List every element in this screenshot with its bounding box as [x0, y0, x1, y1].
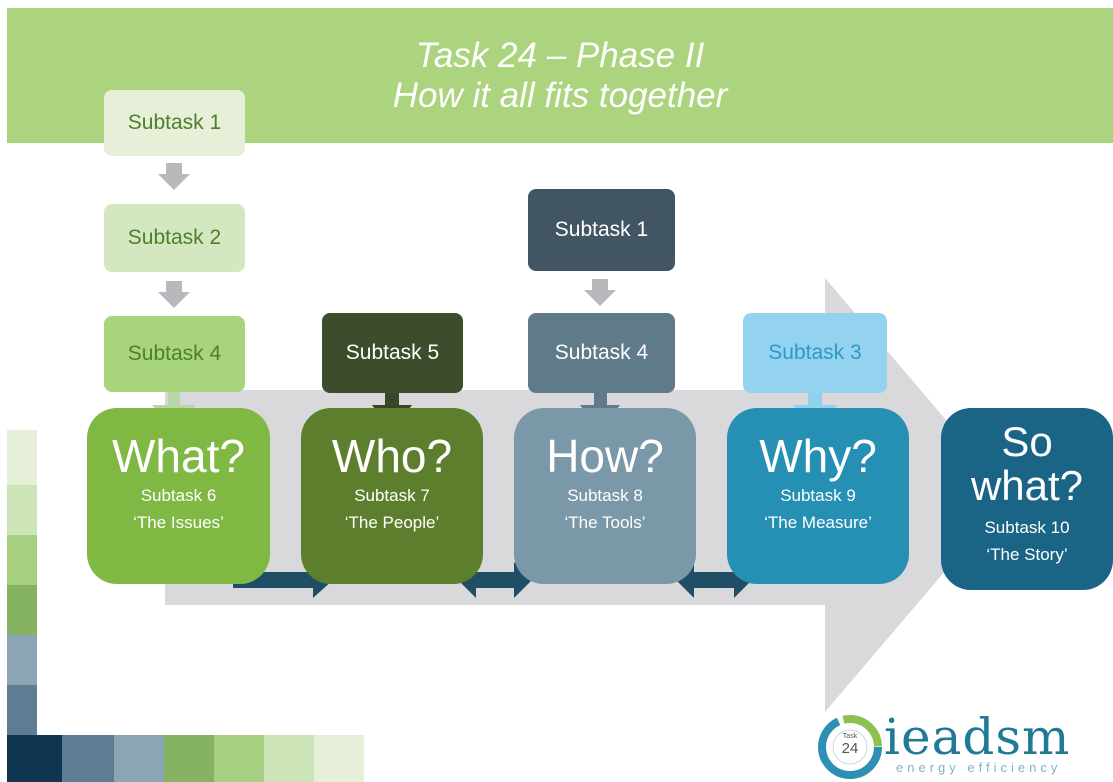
deco-square [114, 735, 164, 782]
down-arrow [158, 281, 190, 308]
question-subtask: Subtask 9 [780, 486, 856, 505]
question-text: So what? [970, 418, 1084, 509]
question-text: How? [546, 430, 664, 482]
question-subtask: Subtask 10 [984, 518, 1070, 537]
connector-double-arrow [458, 562, 532, 598]
subtask-box-col1-2: Subtask 2 [104, 204, 245, 272]
deco-square [214, 735, 264, 782]
connector-arrow [233, 562, 333, 598]
title-line-1: Task 24 – Phase II [415, 36, 705, 75]
deco-square [7, 685, 37, 735]
question-label: ‘The Story’ [986, 545, 1068, 564]
question-box-how: How? Subtask 8 ‘The Tools’ [514, 408, 696, 584]
deco-square [7, 735, 62, 782]
logo-brand: ieadsm [884, 708, 1071, 766]
subtask-box-col3-1: Subtask 1 [528, 189, 675, 271]
title-line-2: How it all fits together [392, 76, 728, 115]
question-box-who: Who? Subtask 7 ‘The People’ [301, 408, 483, 584]
connector-double-arrow [676, 562, 752, 598]
deco-square [164, 735, 214, 782]
subtask-box-col1-1: Subtask 1 [104, 90, 245, 156]
deco-square [314, 735, 364, 782]
question-box-so-what: So what? Subtask 10 ‘The Story’ [941, 408, 1113, 590]
down-arrow [158, 163, 190, 190]
question-subtask: Subtask 6 [140, 486, 217, 505]
subtask-box-col4-1: Subtask 3 [743, 313, 887, 393]
down-arrow [584, 279, 616, 306]
logo-swirl-icon [818, 715, 882, 779]
deco-square [62, 735, 114, 782]
question-text: Who? [331, 430, 453, 482]
question-subtask: Subtask 7 [354, 486, 430, 505]
deco-square [7, 485, 37, 535]
question-label: ‘The People’ [344, 513, 440, 532]
subtask-box-col3-2: Subtask 4 [528, 313, 675, 393]
subtask-box-col2-1: Subtask 5 [322, 313, 463, 393]
subtask-box-col1-3: Subtask 4 [104, 316, 245, 392]
logo-emblem: Task 24 [815, 712, 885, 782]
question-label: ‘The Tools’ [564, 513, 646, 532]
logo-badge-top: Task [842, 733, 858, 740]
logo-tagline: energy efficiency [896, 760, 1062, 775]
question-box-why: Why? Subtask 9 ‘The Measure’ [727, 408, 909, 584]
question-label: ‘The Issues’ [133, 513, 224, 532]
deco-square [264, 735, 314, 782]
deco-square [7, 535, 37, 585]
deco-square [7, 635, 37, 685]
title-banner: Task 24 – Phase II How it all fits toget… [7, 8, 1113, 143]
question-box-what: What? Subtask 6 ‘The Issues’ [87, 408, 270, 584]
deco-square [7, 430, 37, 485]
question-text: What? [112, 430, 245, 482]
question-text: Why? [759, 430, 877, 482]
deco-square [7, 585, 37, 635]
question-subtask: Subtask 8 [567, 486, 643, 505]
logo-badge-number: 24 [841, 740, 859, 757]
question-label: ‘The Measure’ [764, 513, 872, 532]
